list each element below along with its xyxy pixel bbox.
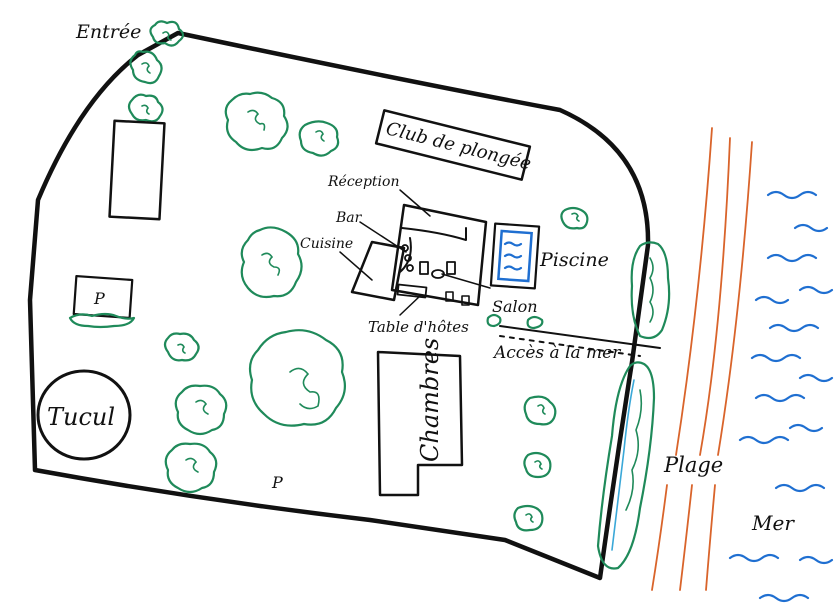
dive-club-label: Club de plongée <box>384 118 533 174</box>
lounge-label: Salon <box>492 297 538 316</box>
tucul-hut <box>36 369 132 461</box>
tree-cluster-icon <box>560 206 589 230</box>
parking-area-1 <box>72 274 134 320</box>
building-left <box>108 119 166 221</box>
parking-label-1: P <box>93 289 105 308</box>
sea-access-label: Accès à la mer <box>492 343 621 363</box>
tree-cluster-icon <box>149 20 185 47</box>
guest-table-label: Table d'hôtes <box>368 318 469 336</box>
tree-cluster-icon <box>523 451 552 479</box>
bar-label: Bar <box>335 210 363 226</box>
sea-label: Mer <box>751 511 795 535</box>
dive-club-building <box>374 109 532 181</box>
tree-cluster-icon <box>630 241 671 340</box>
main-building <box>350 203 488 307</box>
tree-cluster-icon <box>248 329 347 427</box>
reception-label: Réception <box>327 174 399 190</box>
property-boundary <box>27 30 651 581</box>
tree-cluster-icon <box>127 93 164 123</box>
pool-icon <box>489 222 541 290</box>
tree-cluster-icon <box>596 361 656 570</box>
tree-cluster-icon <box>174 384 228 436</box>
tree-cluster-icon <box>224 91 289 152</box>
rooms-building <box>376 350 464 497</box>
tree-cluster-icon <box>164 442 218 494</box>
tree-cluster-icon <box>298 120 340 157</box>
entrance-label: Entrée <box>75 21 141 43</box>
pool-label: Piscine <box>539 249 609 271</box>
kitchen-label: Cuisine <box>300 236 353 252</box>
tree-cluster-icon <box>523 395 557 426</box>
rooms-label: Chambres <box>416 338 444 462</box>
tree-cluster-icon <box>513 504 544 532</box>
tree-cluster-icon <box>129 50 163 85</box>
parking-label-2: P <box>271 473 283 492</box>
wave-icon <box>728 190 834 603</box>
tree-cluster-icon <box>163 332 200 362</box>
beach-label: Plage <box>663 453 723 477</box>
tucul-label: Tucul <box>47 403 115 431</box>
beach <box>651 127 753 591</box>
tree-cluster-icon <box>240 226 303 299</box>
